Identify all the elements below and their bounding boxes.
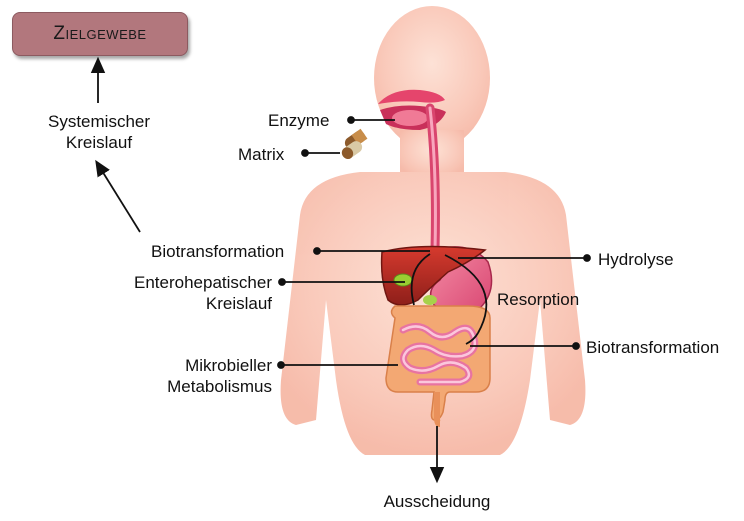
systemic-line1: Systemischer — [24, 111, 174, 132]
enzyme-label: Enzyme — [268, 110, 329, 131]
target-tissue-label: Zielgewebe — [53, 23, 146, 45]
excretion-label: Ausscheidung — [357, 491, 517, 512]
systemic-line2: Kreislauf — [24, 132, 174, 153]
biotransformation-liver-label: Biotransformation — [151, 241, 284, 262]
resorption-label: Resorption — [497, 289, 579, 310]
enterohepatic-line1: Enterohepatischer — [100, 272, 272, 293]
microbial-metabolism-label: Mikrobieller Metabolismus — [130, 355, 272, 397]
microbial-line1: Mikrobieller — [130, 355, 272, 376]
arrow-to-circulation — [99, 166, 140, 232]
matrix-label: Matrix — [238, 144, 284, 165]
systemic-circulation-label: Systemischer Kreislauf — [24, 111, 174, 153]
enterohepatic-line2: Kreislauf — [100, 293, 272, 314]
enterohepatic-label: Enterohepatischer Kreislauf — [100, 272, 272, 314]
microbial-line2: Metabolismus — [130, 376, 272, 397]
biotransformation-gut-label: Biotransformation — [586, 337, 719, 358]
hydrolyse-label: Hydrolyse — [598, 249, 674, 270]
target-tissue-box: Zielgewebe — [12, 12, 188, 56]
